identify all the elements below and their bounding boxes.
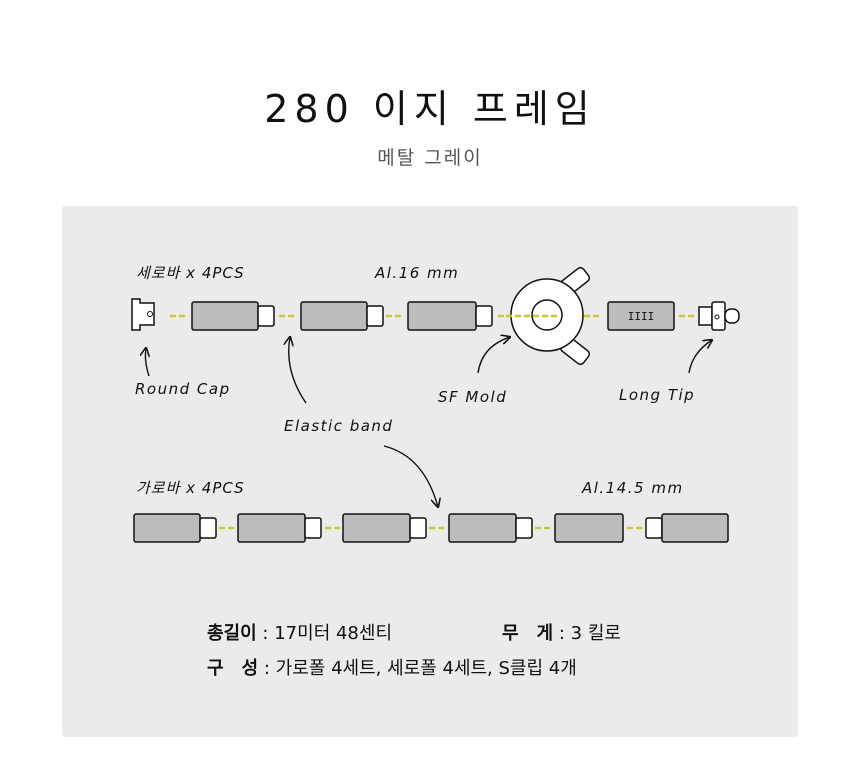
round-cap — [131, 298, 155, 331]
sf-mold-label: SF Mold — [438, 388, 507, 406]
spec-length: 총길이 : 17미터 48센티 — [207, 619, 392, 645]
spec-composition-label: 구 성 — [207, 658, 259, 679]
spec-separator: : — [262, 623, 269, 644]
spec-weight-value: 3 킬로 — [570, 623, 621, 644]
frame-diagram: 세로바 x 4PCS Al.16 mm — [131, 264, 740, 543]
tip-marking: IIII — [628, 310, 655, 323]
horizontal-tube-1 — [133, 513, 217, 543]
arrow-elastic-band-top — [289, 337, 307, 404]
page-subtitle: 메탈 그레이 — [377, 147, 483, 169]
long-tip-tube: IIII — [607, 301, 675, 331]
spec-composition: 구 성 : 가로폴 4세트, 세로폴 4세트, S클립 4개 — [207, 654, 577, 680]
horizontal-tube-5 — [554, 513, 624, 543]
spec-composition-value: 가로폴 4세트, 세로폴 4세트, S클립 4개 — [275, 658, 577, 679]
spec-weight-label: 무 게 — [502, 623, 554, 644]
spec-separator: : — [558, 623, 565, 644]
horizontal-tube-4 — [448, 513, 533, 543]
horizontal-tube-6 — [645, 513, 729, 543]
page-title: 280 이지 프레임 — [264, 87, 596, 131]
spec-separator: : — [263, 658, 270, 679]
vertical-tube-1 — [191, 301, 275, 331]
long-tip — [698, 301, 740, 331]
vertical-size-label: Al.16 mm — [374, 264, 459, 282]
vertical-tube-3 — [407, 301, 493, 331]
arrow-round-cap — [145, 348, 149, 377]
spec-length-value: 17미터 48센티 — [274, 623, 393, 644]
arrow-long-tip — [688, 340, 712, 374]
spec-weight: 무 게 : 3 킬로 — [502, 619, 621, 645]
diagram-panel: 세로바 x 4PCS Al.16 mm — [62, 206, 798, 737]
long-tip-label: Long Tip — [619, 386, 695, 404]
arrow-elastic-band-bottom — [383, 445, 438, 507]
horizontal-tube-2 — [237, 513, 322, 543]
horizontal-bars-label: 가로바 x 4PCS — [136, 479, 245, 497]
horizontal-tube-3 — [342, 513, 427, 543]
elastic-band-label: Elastic band — [284, 417, 393, 435]
sf-mold — [506, 266, 591, 366]
vertical-bars-label: 세로바 x 4PCS — [136, 264, 245, 282]
spec-length-label: 총길이 — [207, 623, 257, 644]
horizontal-size-label: Al.14.5 mm — [581, 479, 684, 497]
arrow-sf-mold — [477, 337, 510, 374]
vertical-tube-2 — [300, 301, 384, 331]
round-cap-label: Round Cap — [135, 380, 231, 398]
